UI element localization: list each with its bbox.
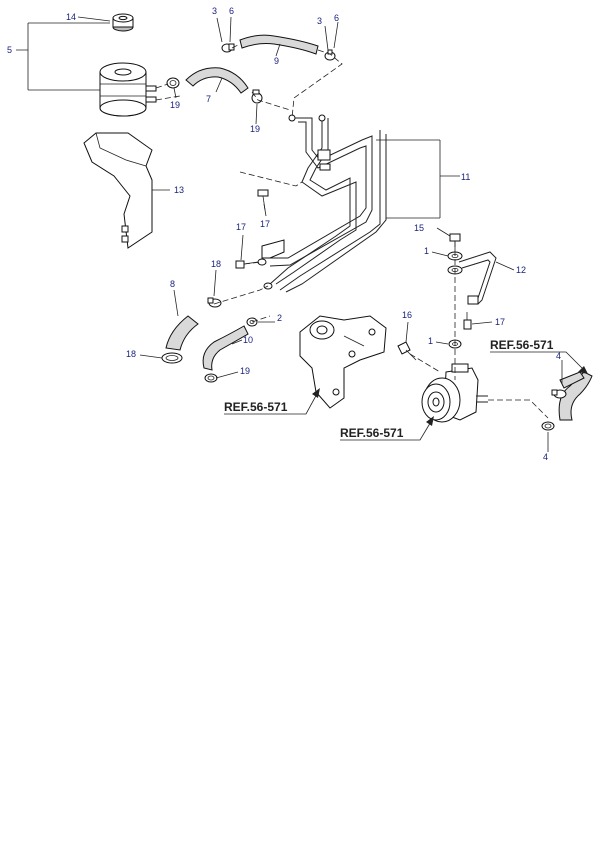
callout-8: 8 <box>170 279 175 289</box>
hose-8 <box>165 315 199 351</box>
hose-4 <box>558 371 593 421</box>
callout-6: 6 <box>334 13 339 23</box>
callout-7: 7 <box>206 94 211 104</box>
callout-11: 11 <box>461 172 470 182</box>
bolt-17a <box>257 189 269 211</box>
callout-19: 19 <box>240 366 250 376</box>
callout-5: 5 <box>7 45 12 55</box>
reservoir-cap <box>112 13 134 32</box>
callout-15: 15 <box>414 223 424 233</box>
callout-19: 19 <box>170 100 180 110</box>
hose-7 <box>185 67 249 94</box>
reference-arrow-2 <box>340 416 434 441</box>
clamp-3b <box>324 49 336 61</box>
callout-10: 10 <box>243 335 253 345</box>
hose-9 <box>239 34 319 55</box>
hose-10 <box>202 325 249 371</box>
callout-13: 13 <box>174 185 184 195</box>
callout-14: 14 <box>66 12 76 22</box>
callout-16: 16 <box>402 310 412 320</box>
reference-label: REF.56-571 <box>224 400 288 414</box>
callout-3: 3 <box>212 6 217 16</box>
callout-4: 4 <box>543 452 548 462</box>
bolt-17b <box>235 260 259 269</box>
reference-arrow-3 <box>490 351 588 374</box>
clamp-4a <box>551 389 567 399</box>
reference-labels: REF.56-571 REF.56-571 REF.56-571 <box>224 338 554 440</box>
reference-label: REF.56-571 <box>340 426 404 440</box>
pressure-pipe-assembly <box>257 114 387 293</box>
bolt-16 <box>397 341 417 361</box>
bolt-17c <box>463 312 472 330</box>
power-steering-pump <box>421 363 488 423</box>
callout-4: 4 <box>556 351 561 361</box>
clamp-19c <box>204 373 218 383</box>
clamp-19a <box>166 77 180 89</box>
hose-12 <box>458 251 497 305</box>
callout-17: 17 <box>260 219 270 229</box>
callout-9: 9 <box>274 56 279 66</box>
pump-mounting-bracket <box>299 315 387 409</box>
leader-lines <box>16 16 563 452</box>
callout-1: 1 <box>428 336 433 346</box>
callout-6: 6 <box>229 6 234 16</box>
callout-17: 17 <box>495 317 505 327</box>
callout-1: 1 <box>424 246 429 256</box>
callout-19: 19 <box>250 124 260 134</box>
callout-17: 17 <box>236 222 246 232</box>
callout-2: 2 <box>277 313 282 323</box>
clamp-18a <box>207 297 222 308</box>
callout-18: 18 <box>211 259 221 269</box>
callout-18: 18 <box>126 349 136 359</box>
callout-12: 12 <box>516 265 526 275</box>
reservoir <box>99 62 157 117</box>
clamp-3a <box>221 43 235 53</box>
callout-labels: 14 5 3 6 3 6 9 7 19 19 13 11 17 17 15 1 … <box>7 6 561 462</box>
callout-3: 3 <box>317 16 322 26</box>
reservoir-bracket <box>83 132 153 249</box>
reference-arrow-1 <box>224 388 320 415</box>
clamp-18b <box>161 352 183 364</box>
connection-lines <box>155 43 549 419</box>
clamp-4b <box>541 421 555 431</box>
reference-label: REF.56-571 <box>490 338 554 352</box>
